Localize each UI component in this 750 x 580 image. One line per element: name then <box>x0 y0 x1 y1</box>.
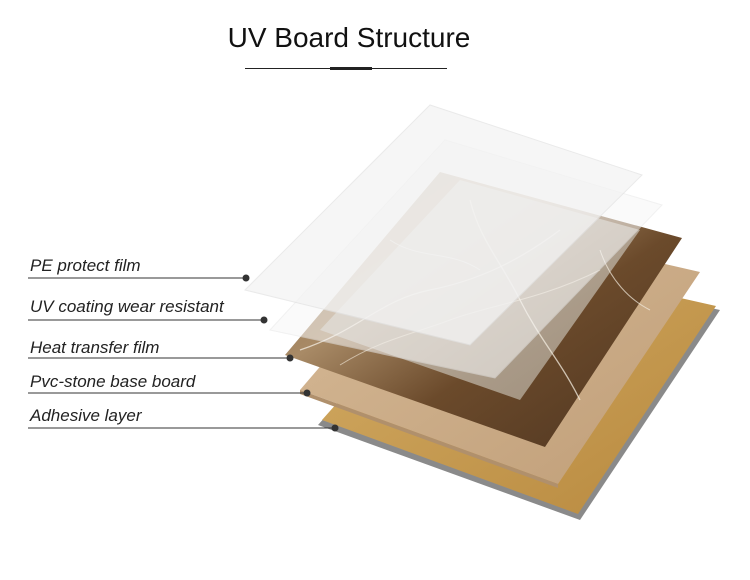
leader-lines <box>28 274 339 432</box>
label-heat-transfer-film: Heat transfer film <box>30 338 160 357</box>
label-adhesive-layer: Adhesive layer <box>30 406 142 425</box>
label-pe-protect-film: PE protect film <box>30 256 141 275</box>
base-board-marker <box>303 389 311 397</box>
diagram-title: UV Board Structure <box>227 22 471 53</box>
label-base-board: Pvc-stone base board <box>30 372 196 391</box>
heat-transfer-marker <box>286 354 294 362</box>
uv-coating-marker <box>260 316 268 324</box>
pe-film-marker <box>242 274 250 282</box>
pe-film-sheet <box>244 104 643 346</box>
adhesive-marker <box>331 424 339 432</box>
label-uv-coating: UV coating wear resistant <box>30 297 224 316</box>
title-underline-accent <box>330 67 372 70</box>
